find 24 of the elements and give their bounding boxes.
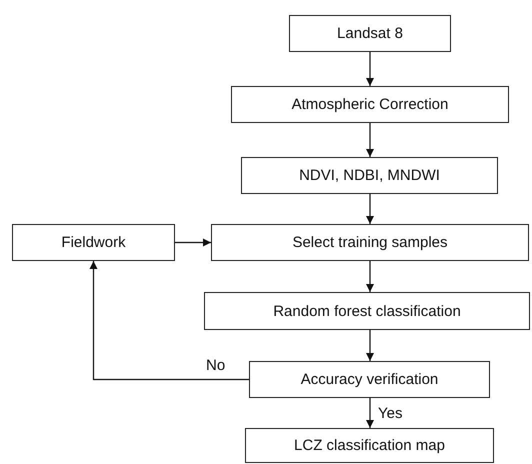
box-label: NDVI, NDBI, MNDWI: [299, 167, 440, 184]
box-label: Atmospheric Correction: [292, 96, 448, 113]
process-box: [211, 224, 529, 261]
box-label: Fieldwork: [61, 234, 126, 251]
arrow: [366, 52, 374, 86]
process-box: [245, 428, 494, 463]
process-box: [204, 292, 530, 330]
process-box: [231, 86, 509, 123]
arrow: [366, 123, 374, 157]
arrow: [366, 194, 374, 224]
box-label: Landsat 8: [337, 25, 403, 42]
process-box: [12, 224, 175, 261]
process-box: [241, 157, 498, 194]
arrow: [366, 330, 374, 361]
process-box: [289, 15, 451, 52]
box-label: LCZ classification map: [294, 437, 445, 454]
box-label: Random forest classification: [273, 302, 461, 320]
process-box: [249, 361, 490, 398]
arrow: [366, 261, 374, 292]
arrow: [90, 261, 249, 380]
arrow: [366, 398, 374, 428]
arrow: [175, 238, 211, 246]
box-label: Select training samples: [292, 234, 448, 251]
box-label: Accuracy verification: [300, 371, 438, 388]
